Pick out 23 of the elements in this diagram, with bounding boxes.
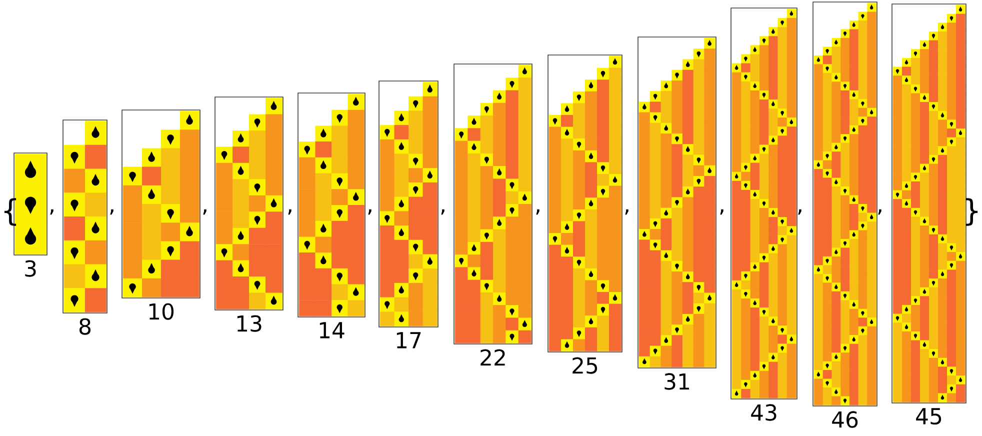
number-label: 46	[832, 411, 858, 428]
number-label: 43	[751, 404, 776, 421]
number-label: 8	[80, 318, 91, 335]
number-label: 10	[149, 303, 174, 320]
comma: ,	[203, 209, 206, 215]
number-label: 45	[916, 408, 942, 425]
comma: ,	[720, 209, 724, 215]
comma: ,	[536, 209, 540, 215]
comma: ,	[110, 209, 114, 215]
comma: ,	[368, 209, 372, 215]
number-label: 3	[25, 260, 36, 277]
number-label: 17	[396, 332, 421, 348]
comma: ,	[441, 209, 444, 215]
number-label: 25	[572, 357, 598, 374]
number-label: 22	[480, 349, 505, 366]
comma: ,	[625, 209, 628, 215]
number-label: 14	[320, 322, 344, 338]
number-label: 13	[237, 315, 262, 332]
number-label: 31	[664, 373, 689, 390]
comma: ,	[798, 209, 802, 215]
comma: ,	[50, 209, 54, 215]
comma: ,	[878, 209, 882, 215]
comma: ,	[288, 209, 292, 215]
